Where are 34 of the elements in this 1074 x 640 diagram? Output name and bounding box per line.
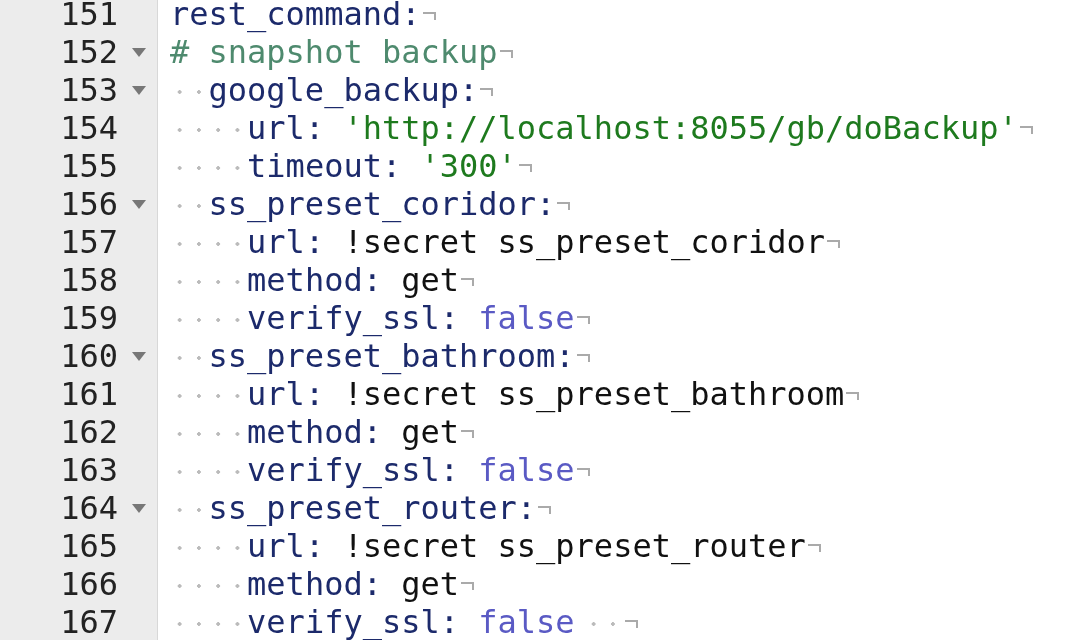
code-line: url: !secret ss_preset_router [247, 527, 806, 565]
line-number: 162 [60, 413, 118, 451]
line-number: 164 [60, 489, 118, 527]
code-line: verify_ssl: false [247, 299, 575, 337]
line-number: 152 [60, 33, 118, 71]
line-number: 158 [60, 261, 118, 299]
code-line: ss_preset_bathroom: [208, 337, 575, 375]
code-line: url: 'http://localhost:8055/gb/doBackup' [247, 109, 1018, 147]
line-number: 153 [60, 71, 118, 109]
code-line: method: get [247, 413, 459, 451]
code-line: rest_command: [170, 0, 421, 33]
code-comment: # snapshot backup [170, 33, 498, 71]
line-number: 161 [60, 375, 118, 413]
code-line: timeout: '300' [247, 147, 517, 185]
line-number: 156 [60, 185, 118, 223]
code-line: ss_preset_coridor: [208, 185, 556, 223]
code-line: google_backup: [208, 71, 479, 109]
line-number: 160 [60, 337, 118, 375]
line-number: 159 [60, 299, 118, 337]
code-line: verify_ssl: false [247, 451, 575, 489]
code-line: url: !secret ss_preset_coridor [247, 223, 826, 261]
code-line: verify_ssl: false [247, 603, 575, 640]
line-number: 163 [60, 451, 118, 489]
line-number: 167 [60, 603, 118, 640]
code-line: method: get [247, 261, 459, 299]
line-number: 151 [60, 0, 118, 33]
line-number: 166 [60, 565, 118, 603]
line-number: 157 [60, 223, 118, 261]
code-line: ss_preset_router: [208, 489, 537, 527]
line-number: 154 [60, 109, 118, 147]
code-line: url: !secret ss_preset_bathroom [247, 375, 845, 413]
line-number: 165 [60, 527, 118, 565]
line-number: 155 [60, 147, 118, 185]
code-line: method: get [247, 565, 459, 603]
